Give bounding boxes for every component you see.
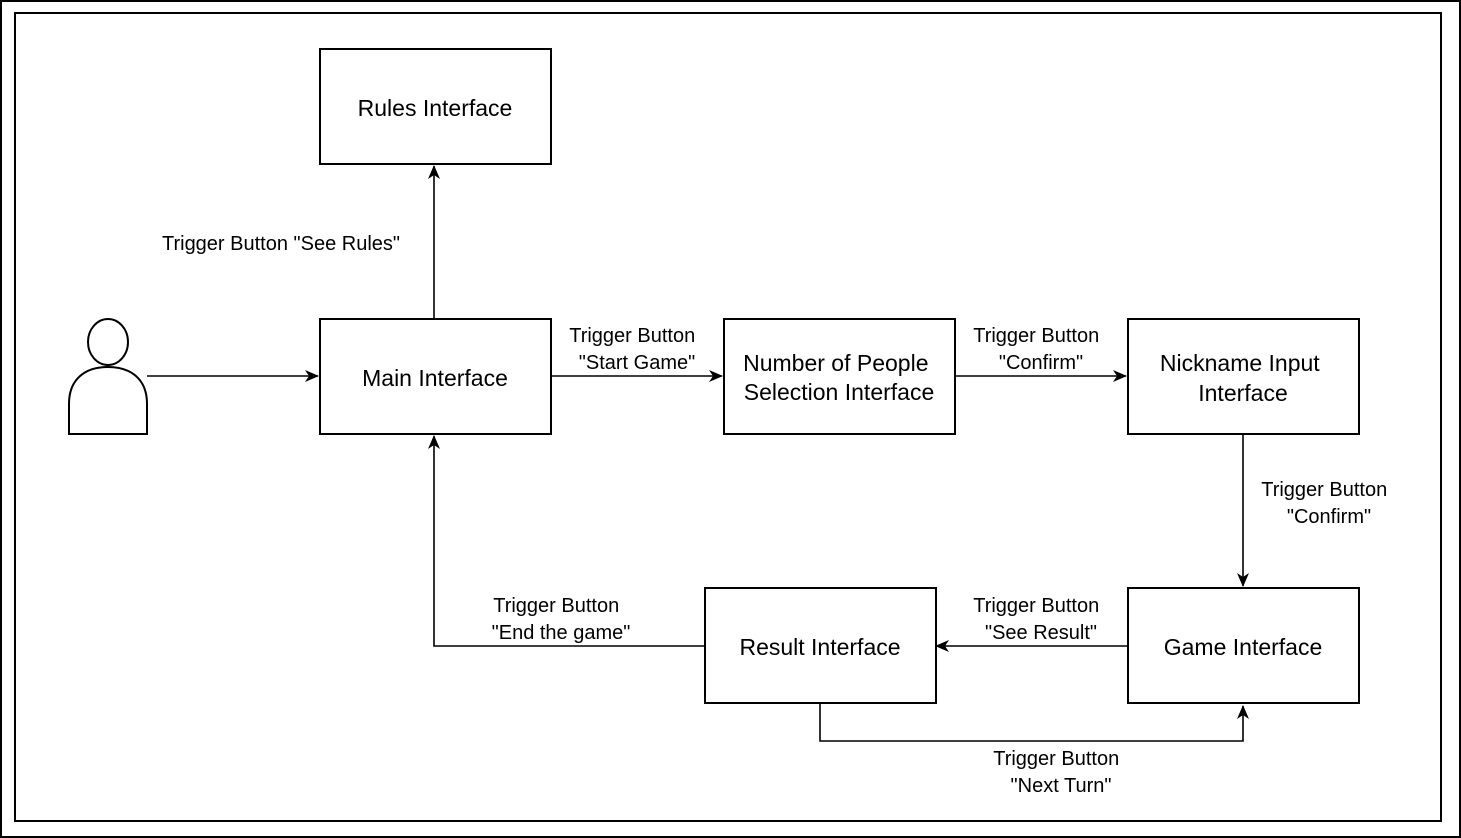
edge-label-confirm-nickname: Trigger Button "Confirm" <box>1261 479 1393 528</box>
nickname-input-interface-label: Nickname Input Interface <box>1160 350 1326 406</box>
edge-result-to-main <box>428 435 704 647</box>
edge-label-next-turn: Trigger Button "Next Turn" <box>993 748 1125 797</box>
people-selection-interface-label: Number of People Selection Interface <box>743 350 935 405</box>
node-game-interface <box>1127 587 1360 704</box>
node-people-selection-interface <box>723 318 956 435</box>
edge-result-to-game <box>819 704 1249 742</box>
edge-label-end-the-game: Trigger Button "End the game" <box>492 595 631 644</box>
node-main-interface <box>319 318 552 435</box>
inner-frame <box>14 12 1442 822</box>
rules-interface-label: Rules Interface <box>358 95 513 121</box>
edge-label-confirm-people: Trigger Button "Confirm" <box>973 325 1105 374</box>
edge-label-see-result: Trigger Button "See Result" <box>973 595 1105 644</box>
main-interface-label: Main Interface <box>362 365 508 391</box>
node-rules-interface <box>319 48 552 165</box>
result-interface-label: Result Interface <box>739 634 900 660</box>
node-result-interface <box>704 587 937 704</box>
edge-label-see-rules: Trigger Button "See Rules" <box>162 233 400 255</box>
game-interface-label: Game Interface <box>1164 634 1323 660</box>
edge-label-start-game: Trigger Button "Start Game" <box>569 325 701 374</box>
user-actor-icon <box>68 318 148 435</box>
node-nickname-input-interface <box>1127 318 1360 435</box>
